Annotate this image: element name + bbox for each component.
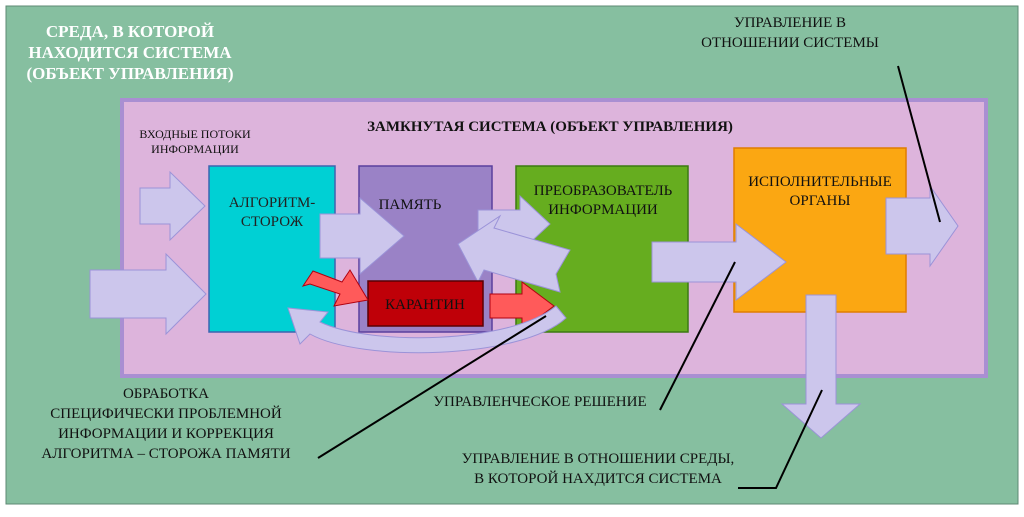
svg-text:В КОТОРОЙ НАХДИТСЯ СИСТЕМА: В КОТОРОЙ НАХДИТСЯ СИСТЕМА bbox=[474, 470, 722, 487]
svg-text:АЛГОРИТМ-: АЛГОРИТМ- bbox=[229, 195, 316, 211]
system-control-pointer bbox=[897, 65, 941, 223]
feedback-curve-arrow bbox=[287, 305, 567, 354]
converter-label: ПРЕОБРАЗОВАТЕЛЬ ИНФОРМАЦИИ bbox=[534, 183, 673, 218]
guard-to-quarantine-arrow bbox=[301, 269, 369, 307]
processing-label: ОБРАБОТКА СПЕЦИФИЧЕСКИ ПРОБЛЕМНОЙ ИНФОРМ… bbox=[41, 386, 290, 462]
svg-text:СПЕЦИФИЧЕСКИ ПРОБЛЕМНОЙ: СПЕЦИФИЧЕСКИ ПРОБЛЕМНОЙ bbox=[50, 405, 282, 422]
executors-label: ИСПОЛНИТЕЛЬНЫЕ ОРГАНЫ bbox=[748, 174, 892, 209]
executors-block bbox=[733, 147, 907, 313]
input-arrow-lower bbox=[89, 252, 207, 336]
svg-text:ИНФОРМАЦИИ: ИНФОРМАЦИИ bbox=[151, 142, 239, 156]
svg-text:ВХОДНЫЕ ПОТОКИ: ВХОДНЫЕ ПОТОКИ bbox=[139, 127, 251, 141]
memory-label: ПАМЯТЬ bbox=[379, 197, 442, 213]
converter-to-executors-arrow bbox=[651, 222, 787, 302]
svg-text:УПРАВЛЕНИЕ В: УПРАВЛЕНИЕ В bbox=[734, 15, 846, 31]
system-control-arrow bbox=[885, 184, 959, 268]
processing-pointer bbox=[317, 315, 547, 459]
svg-text:АЛГОРИТМА – СТОРОЖА ПАМЯТИ: АЛГОРИТМА – СТОРОЖА ПАМЯТИ bbox=[41, 446, 290, 462]
decision-pointer bbox=[659, 261, 736, 411]
svg-text:ИНФОРМАЦИИ И КОРРЕКЦИЯ: ИНФОРМАЦИИ И КОРРЕКЦИЯ bbox=[58, 426, 274, 442]
quarantine-label: КАРАНТИН bbox=[385, 297, 465, 313]
closed-system-title: ЗАМКНУТАЯ СИСТЕМА (ОБЪЕКТ УПРАВЛЕНИЯ) bbox=[367, 119, 733, 135]
guard-algorithm-label: АЛГОРИТМ- СТОРОЖ bbox=[229, 195, 316, 230]
guard-to-memory-arrow bbox=[319, 196, 405, 276]
svg-text:УПРАВЛЕНИЕ В ОТНОШЕНИИ СРЕДЫ,: УПРАВЛЕНИЕ В ОТНОШЕНИИ СРЕДЫ, bbox=[462, 451, 735, 467]
svg-text:ПРЕОБРАЗОВАТЕЛЬ: ПРЕОБРАЗОВАТЕЛЬ bbox=[534, 183, 673, 199]
svg-text:НАХОДИТСЯ СИСТЕМА: НАХОДИТСЯ СИСТЕМА bbox=[28, 43, 232, 62]
system-control-label: УПРАВЛЕНИЕ В ОТНОШЕНИИ СИСТЕМЫ bbox=[701, 15, 879, 51]
input-arrow-upper bbox=[139, 170, 206, 242]
svg-text:СРЕДА, В КОТОРОЙ: СРЕДА, В КОТОРОЙ bbox=[46, 22, 214, 41]
converter-to-memory-arrow bbox=[457, 214, 571, 293]
guard-algorithm-block bbox=[208, 165, 336, 333]
environment-control-pointer bbox=[738, 389, 823, 489]
svg-text:ОБРАБОТКА: ОБРАБОТКА bbox=[123, 386, 209, 402]
quarantine-block bbox=[367, 280, 484, 327]
environment-control-label: УПРАВЛЕНИЕ В ОТНОШЕНИИ СРЕДЫ, В КОТОРОЙ … bbox=[462, 451, 735, 487]
svg-text:(ОБЪЕКТ УПРАВЛЕНИЯ): (ОБЪЕКТ УПРАВЛЕНИЯ) bbox=[26, 64, 233, 83]
svg-text:ОТНОШЕНИИ СИСТЕМЫ: ОТНОШЕНИИ СИСТЕМЫ bbox=[701, 35, 879, 51]
decision-label: УПРАВЛЕНЧЕСКОЕ РЕШЕНИЕ bbox=[433, 394, 646, 410]
environment-label: СРЕДА, В КОТОРОЙ НАХОДИТСЯ СИСТЕМА (ОБЪЕ… bbox=[26, 22, 233, 83]
input-flows-label: ВХОДНЫЕ ПОТОКИ ИНФОРМАЦИИ bbox=[139, 127, 251, 156]
svg-text:ИНФОРМАЦИИ: ИНФОРМАЦИИ bbox=[548, 202, 658, 218]
environment-control-arrow bbox=[780, 294, 862, 439]
svg-text:СТОРОЖ: СТОРОЖ bbox=[241, 214, 304, 230]
svg-text:ОРГАНЫ: ОРГАНЫ bbox=[790, 193, 851, 209]
svg-text:ИСПОЛНИТЕЛЬНЫЕ: ИСПОЛНИТЕЛЬНЫЕ bbox=[748, 174, 892, 190]
